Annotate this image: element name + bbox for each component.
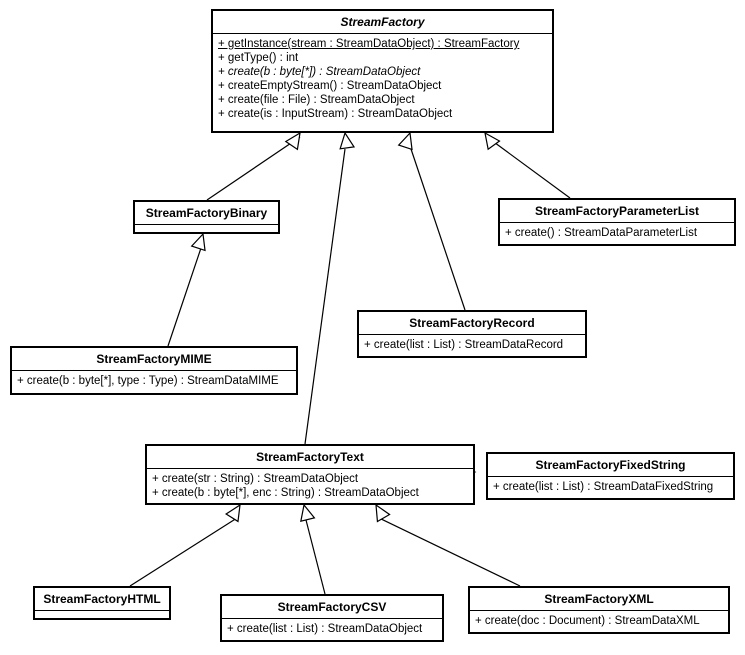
relation-binary-extends-streamfactory [206, 131, 301, 201]
class-members-stream-factory-html [35, 610, 169, 622]
relation-line [378, 517, 521, 587]
relation-parameterlist-extends-streamfactory [484, 131, 571, 199]
class-members-stream-factory-binary [135, 224, 278, 236]
class-member: + create() : StreamDataParameterList [505, 227, 698, 239]
class-box-stream-factory-html[interactable]: StreamFactoryHTML [33, 586, 171, 620]
relation-line [410, 148, 466, 311]
relation-line [305, 519, 326, 595]
relation-xml-extends-text [375, 503, 521, 587]
class-member: + create(list : List) : StreamDataRecord [364, 339, 564, 351]
relation-mime-extends-binary [167, 232, 206, 347]
relation-html-extends-text [129, 503, 241, 587]
class-members-stream-factory-csv: + create(list : List) : StreamDataObject [222, 618, 442, 639]
class-name-stream-factory-parameter-list: StreamFactoryParameterList [534, 204, 700, 218]
relation-line [129, 517, 238, 587]
class-name-stream-factory-html: StreamFactoryHTML [43, 592, 161, 606]
class-box-stream-factory-fixed-string[interactable]: StreamFactoryFixedString + create(list : … [486, 452, 735, 500]
relation-line [167, 247, 202, 347]
class-name-stream-factory-text: StreamFactoryText [256, 450, 364, 464]
generalization-arrowhead [300, 503, 316, 523]
class-member: + createEmptyStream() : StreamDataObject [218, 80, 442, 92]
class-member: + create(b : byte[*]) : StreamDataObject [218, 66, 421, 78]
class-members-stream-factory: + getInstance(stream : StreamDataObject)… [213, 33, 552, 124]
class-member: + create(list : List) : StreamDataFixedS… [493, 481, 714, 493]
class-member: + create(is : InputStream) : StreamDataO… [218, 108, 453, 120]
relation-line [206, 136, 301, 201]
class-members-stream-factory-text: + create(str : String) : StreamDataObjec… [147, 468, 473, 503]
class-box-stream-factory-xml[interactable]: StreamFactoryXML + create(doc : Document)… [468, 586, 730, 634]
class-member: + create(b : byte[*], type : Type) : Str… [17, 375, 279, 387]
relation-line [486, 136, 571, 199]
class-members-stream-factory-parameter-list: + create() : StreamDataParameterList [500, 222, 734, 243]
relation-csv-extends-text [300, 503, 326, 595]
class-name-stream-factory-xml: StreamFactoryXML [544, 592, 654, 606]
class-name-stream-factory-csv: StreamFactoryCSV [277, 600, 387, 614]
relation-record-extends-streamfactory [397, 131, 466, 311]
class-member: + create(doc : Document) : StreamDataXML [475, 615, 700, 627]
class-member: + create(file : File) : StreamDataObject [218, 94, 415, 106]
class-box-stream-factory-binary[interactable]: StreamFactoryBinary [133, 200, 280, 234]
class-box-stream-factory-text[interactable]: StreamFactoryText + create(str : String) … [145, 444, 475, 505]
class-member: + create(b : byte[*], enc : String) : St… [152, 487, 419, 499]
class-member: + create(list : List) : StreamDataObject [227, 623, 423, 635]
class-name-stream-factory-mime: StreamFactoryMIME [96, 352, 212, 366]
class-members-stream-factory-record: + create(list : List) : StreamDataRecord [359, 334, 585, 355]
relation-line [304, 148, 346, 445]
class-box-stream-factory-record[interactable]: StreamFactoryRecord + create(list : List)… [357, 310, 587, 358]
class-member: + getType() : int [218, 52, 299, 64]
relation-text-extends-streamfactory [304, 131, 356, 445]
class-member: + create(str : String) : StreamDataObjec… [152, 473, 359, 485]
class-box-stream-factory-mime[interactable]: StreamFactoryMIME + create(b : byte[*], t… [10, 346, 298, 395]
class-name-stream-factory: StreamFactory [340, 15, 425, 29]
class-name-stream-factory-fixed-string: StreamFactoryFixedString [535, 458, 686, 472]
class-box-stream-factory-parameter-list[interactable]: StreamFactoryParameterList + create() : S… [498, 198, 736, 246]
class-name-stream-factory-record: StreamFactoryRecord [409, 316, 535, 330]
class-name-stream-factory-binary: StreamFactoryBinary [145, 206, 268, 220]
class-members-stream-factory-fixed-string: + create(list : List) : StreamDataFixedS… [488, 476, 733, 497]
class-members-stream-factory-xml: + create(doc : Document) : StreamDataXML [470, 610, 728, 631]
class-members-stream-factory-mime: + create(b : byte[*], type : Type) : Str… [12, 370, 296, 391]
generalization-arrowhead [397, 131, 413, 151]
class-box-stream-factory-csv[interactable]: StreamFactoryCSV + create(list : List) : … [220, 594, 444, 642]
class-member: + getInstance(stream : StreamDataObject)… [218, 38, 520, 50]
class-box-stream-factory[interactable]: StreamFactory + getInstance(stream : Stre… [211, 9, 554, 133]
generalization-arrowhead [339, 131, 356, 150]
